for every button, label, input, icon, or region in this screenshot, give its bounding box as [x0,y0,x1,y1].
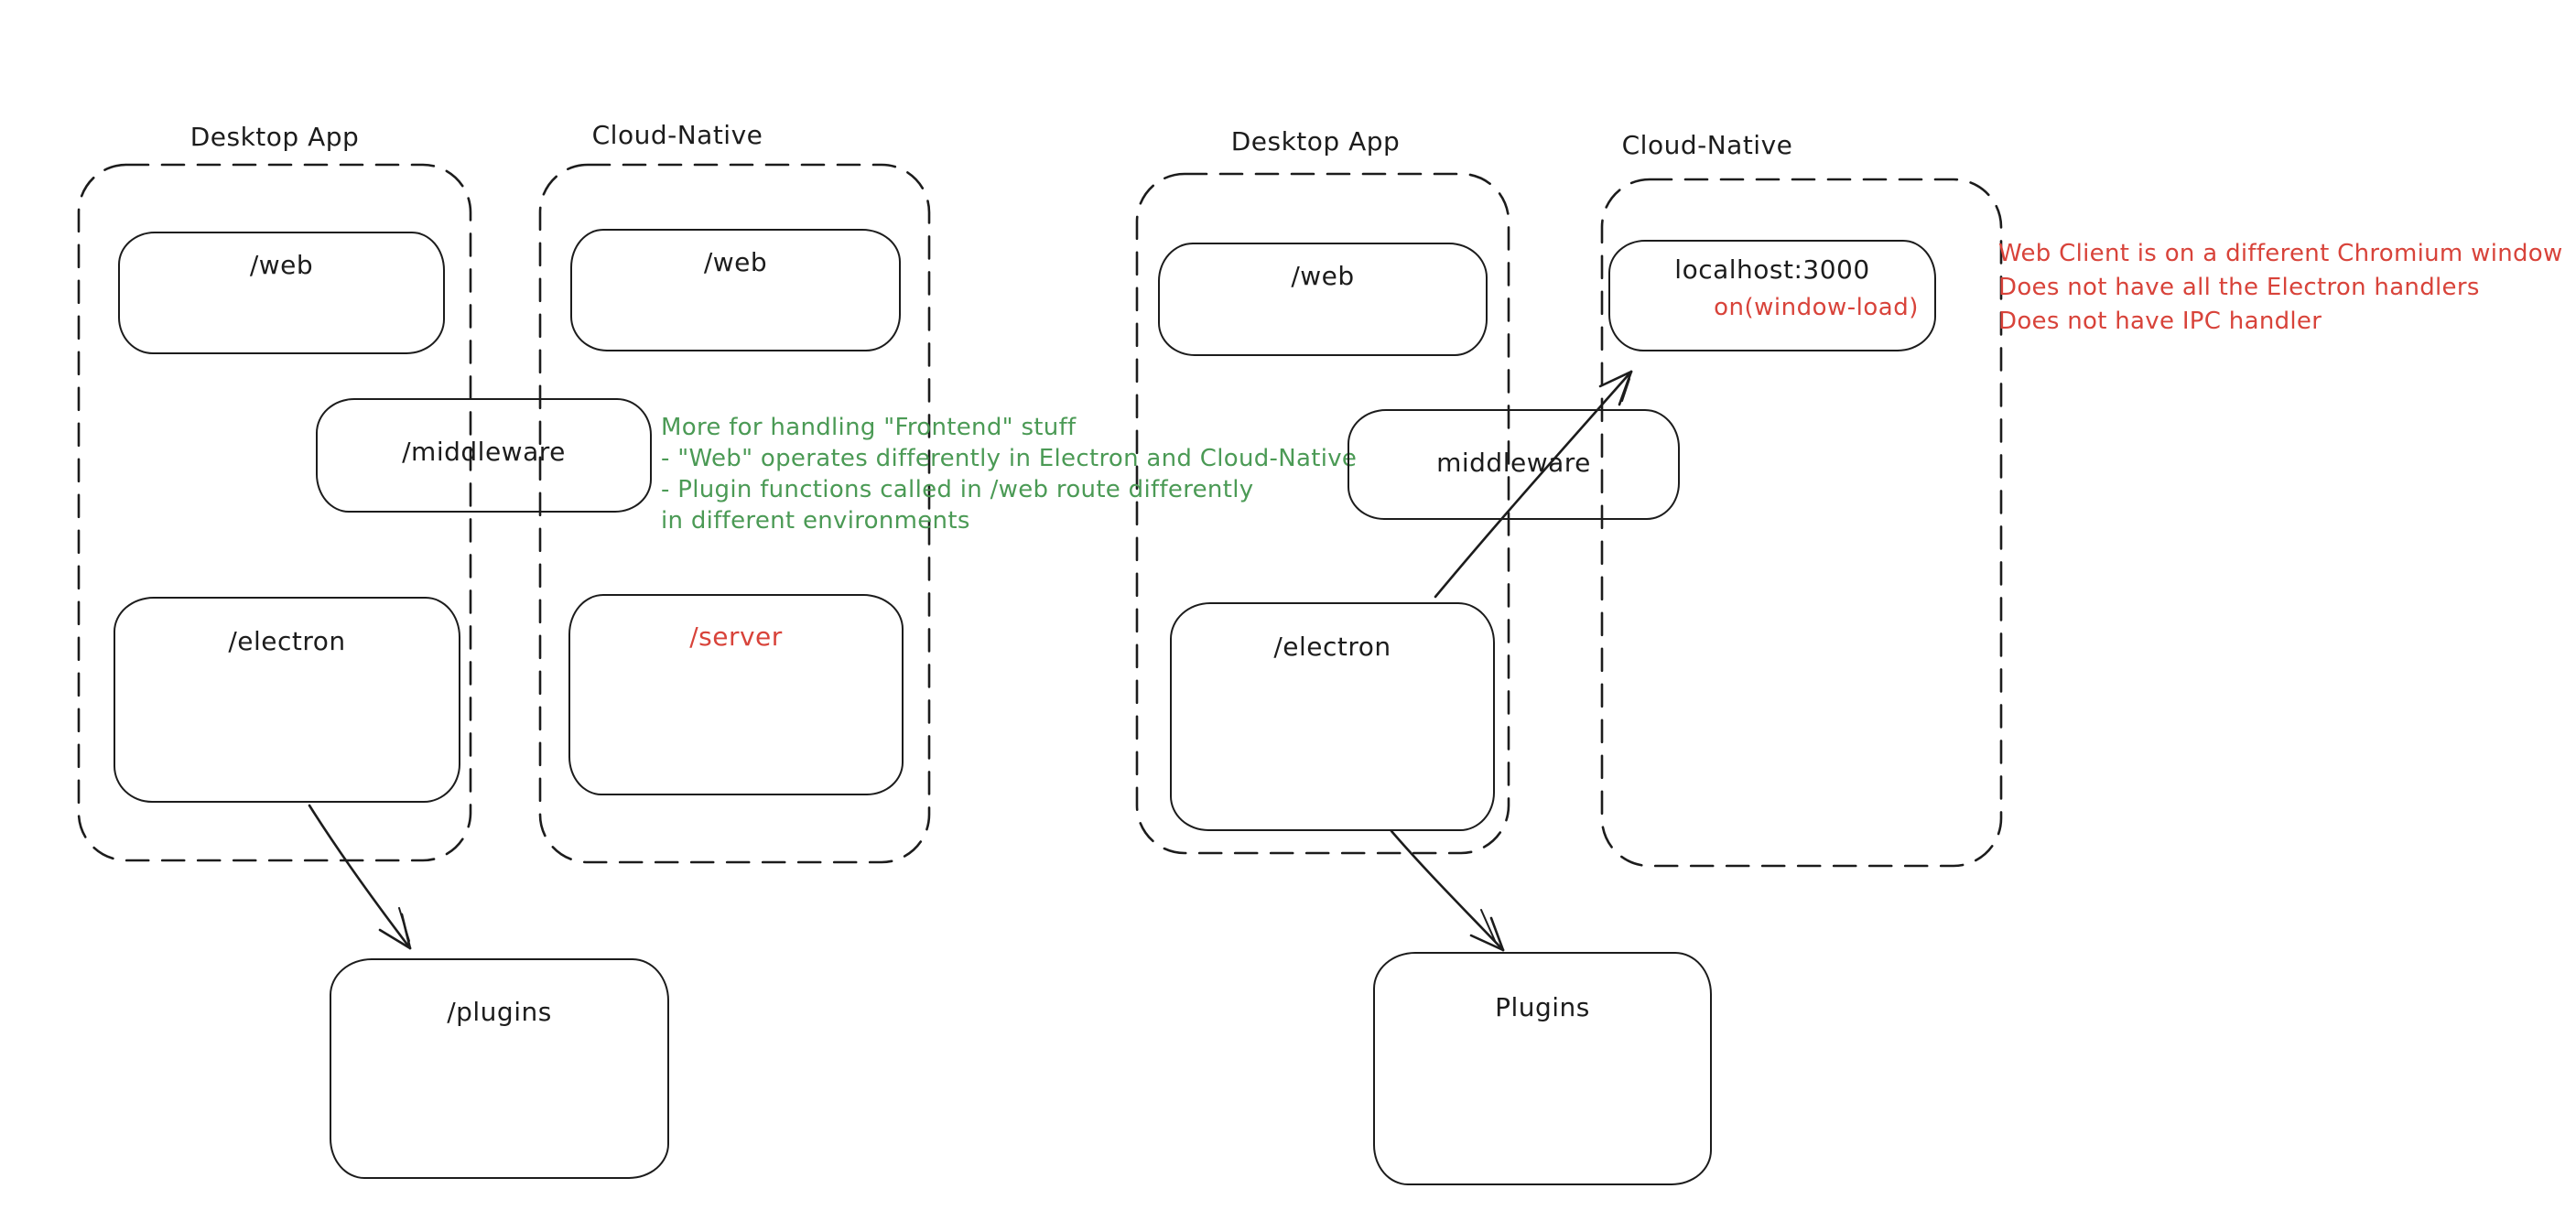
annotation-line: More for handling "Frontend" stuff [661,414,1077,441]
annotation-line: - "Web" operates differently in Electron… [661,445,1358,472]
annotation-line: - Plugin functions called in /web route … [661,476,1254,503]
arrow-right-electron-to-localhost[interactable] [1434,370,1633,599]
annotation-line: Web Client is on a different Chromium wi… [1998,240,2563,267]
left-electron-label: /electron [228,626,346,656]
left-web-cloud-label: /web [703,247,768,277]
right-plugins-label: Plugins [1495,992,1590,1022]
arrow-left-electron-to-plugins[interactable] [308,804,412,950]
left-web-desktop-label: /web [249,250,314,280]
left-annotation-note[interactable]: More for handling "Frontend" stuff - "We… [661,412,1357,536]
arrow-right-electron-to-plugins[interactable] [1390,829,1505,952]
annotation-line: in different environments [661,507,970,535]
left-server-box[interactable]: /server [568,594,904,795]
left-cloud-native-title: Cloud-Native [591,120,763,150]
right-electron-label: /electron [1273,632,1391,662]
right-localhost-label: localhost:3000 [1674,254,1870,285]
right-localhost-box[interactable]: localhost:3000 on(window-load) [1608,240,1936,351]
right-web-box[interactable]: /web [1158,243,1488,356]
right-electron-box[interactable]: /electron [1170,602,1495,831]
right-cloud-native-title: Cloud-Native [1621,130,1793,160]
right-cloud-native-container[interactable] [1600,178,2003,868]
right-middleware-label: middleware [1436,448,1591,478]
left-desktop-app-container[interactable] [77,163,472,862]
left-middleware-label: /middleware [402,437,566,467]
left-desktop-app-title: Desktop App [189,122,360,152]
left-plugins-label: /plugins [447,997,552,1027]
left-cloud-native-container[interactable] [538,163,931,864]
left-web-desktop-box[interactable]: /web [118,232,445,354]
right-desktop-app-title: Desktop App [1230,126,1401,157]
left-middleware-box[interactable]: /middleware [316,398,652,513]
annotation-line: Does not have IPC handler [1998,308,2322,335]
left-web-cloud-box[interactable]: /web [570,229,901,351]
right-web-label: /web [1291,261,1355,291]
right-annotation-note[interactable]: Web Client is on a different Chromium wi… [1998,237,2563,339]
left-plugins-box[interactable]: /plugins [330,958,669,1179]
right-window-load-label: on(window-load) [1714,294,1919,321]
right-middleware-box[interactable]: middleware [1348,409,1680,520]
annotation-line: Does not have all the Electron handlers [1998,274,2480,301]
left-electron-box[interactable]: /electron [114,597,460,803]
right-plugins-box[interactable]: Plugins [1373,952,1712,1185]
right-desktop-app-container[interactable] [1135,172,1510,855]
left-server-label: /server [689,621,783,652]
